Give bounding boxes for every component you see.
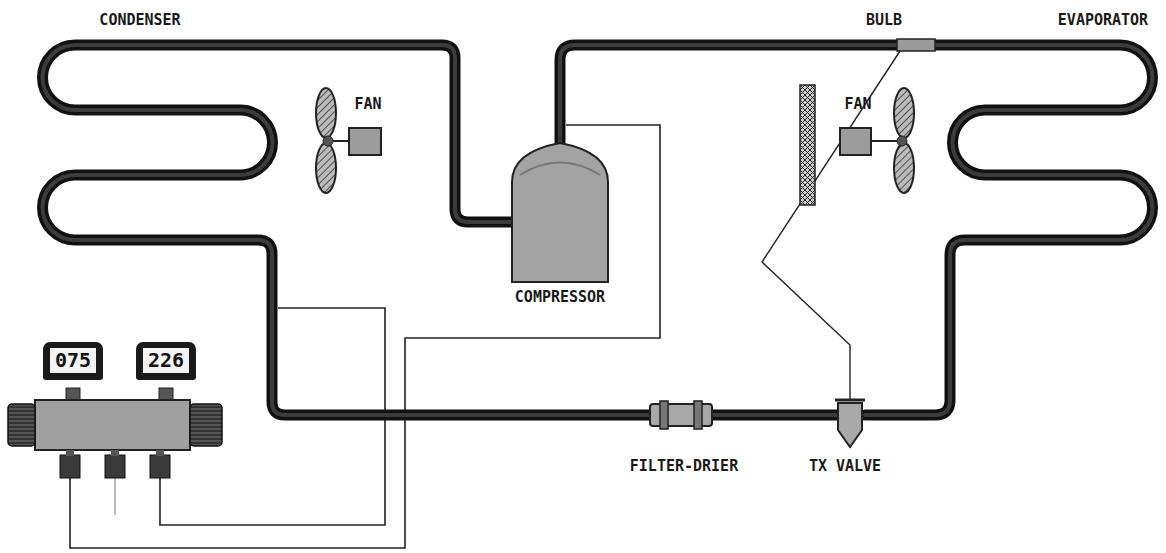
gauge-manifold bbox=[8, 388, 222, 478]
part-label: FILTER-DRIER bbox=[630, 458, 738, 475]
part-label: FAN bbox=[354, 96, 381, 113]
low-pressure-gauge: 075 bbox=[43, 342, 103, 380]
gauge-hoses bbox=[70, 125, 660, 548]
compressor-dome bbox=[520, 163, 600, 176]
tx-valve-symbol bbox=[835, 400, 865, 447]
filter-drier-symbol bbox=[650, 401, 712, 429]
refrigerant-piping bbox=[43, 45, 1153, 415]
gauge-reading: 226 bbox=[143, 348, 189, 373]
part-label: BULB bbox=[866, 12, 902, 29]
part-label: EVAPORATOR bbox=[1058, 12, 1148, 29]
high-pressure-gauge: 226 bbox=[136, 342, 196, 380]
capillary-tube bbox=[762, 51, 900, 400]
sensing-bulb bbox=[897, 39, 935, 51]
part-label: FAN bbox=[844, 96, 871, 113]
gauge-reading: 075 bbox=[50, 348, 96, 373]
evaporator-fan bbox=[800, 85, 914, 205]
part-label: COMPRESSOR bbox=[515, 289, 605, 306]
compressor-shell bbox=[512, 143, 608, 282]
condenser-fan bbox=[316, 88, 381, 193]
part-label: TX VALVE bbox=[809, 458, 881, 475]
part-label: CONDENSER bbox=[99, 12, 180, 29]
